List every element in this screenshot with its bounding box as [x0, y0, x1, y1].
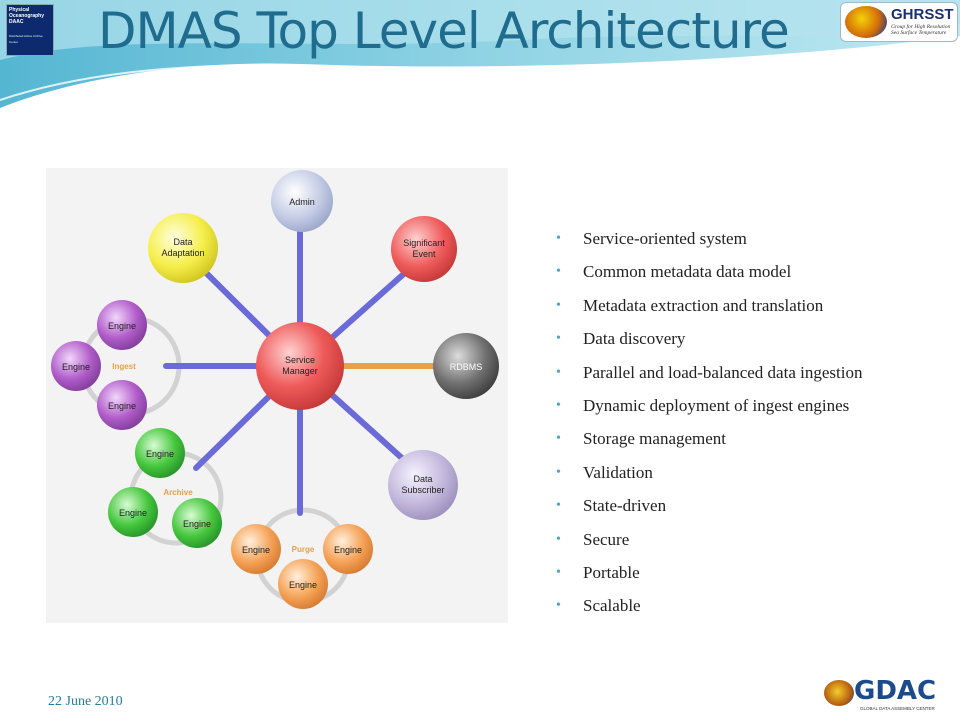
- slide-title: DMAS Top Level Architecture: [98, 2, 790, 60]
- gdac-logo-subtitle: GLOBAL DATA ASSEMBLY CENTER: [860, 706, 935, 711]
- slide-date: 22 June 2010: [48, 694, 123, 709]
- node-data-subscriber: Data Subscriber: [388, 450, 458, 520]
- node-admin-label: Admin: [289, 197, 315, 207]
- purge-engine-label: Engine: [242, 545, 270, 555]
- bullet-text: Common metadata data model: [583, 262, 792, 282]
- node-significant-event-label-line2: Event: [412, 249, 436, 259]
- bullet-text: Service-oriented system: [583, 229, 747, 248]
- node-data-subscriber-label-line2: Subscriber: [401, 485, 444, 495]
- bullet-text: Portable: [583, 562, 640, 582]
- archive-group-label: Archive: [163, 488, 193, 497]
- bullet-dot-icon: •: [556, 464, 561, 480]
- ingest-engine-label: Engine: [108, 321, 136, 331]
- node-service-manager-label-line1: Service: [285, 355, 315, 365]
- bullet-item: • Service-oriented system: [556, 226, 956, 252]
- node-service-manager: Service Manager: [256, 322, 344, 410]
- bullet-item: • Portable: [556, 560, 956, 586]
- bullet-item: • Parallel and load-balanced data ingesti…: [556, 360, 956, 386]
- globe-icon: [824, 680, 854, 706]
- node-service-manager-label-line2: Manager: [282, 366, 318, 376]
- bullet-dot-icon: •: [556, 331, 561, 347]
- node-data-adaptation-label-line2: Adaptation: [161, 248, 204, 258]
- ingest-group-label: Ingest: [112, 362, 136, 371]
- node-data-adaptation-label-line1: Data: [173, 237, 192, 247]
- ghrsst-logo-subtitle: Group for High Resolution Sea Surface Te…: [891, 24, 951, 36]
- globe-icon: [845, 6, 887, 38]
- bullet-text: State-driven: [583, 496, 667, 516]
- ghrsst-logo-name: GHRSST: [891, 6, 954, 23]
- purge-group-label: Purge: [292, 545, 315, 554]
- podaac-logo-line: Distributed Active Archive Center: [9, 34, 43, 44]
- feature-bullet-list: • Service-oriented system • Common metadat…: [556, 226, 956, 627]
- podaac-logo: Physical Oceanography DAAC Distributed A…: [6, 4, 54, 56]
- node-rdbms: RDBMS: [433, 333, 499, 399]
- bullet-text: Metadata extraction and translation: [583, 295, 824, 315]
- ingest-engine-label: Engine: [108, 401, 136, 411]
- purge-engine-label: Engine: [289, 580, 317, 590]
- podaac-logo-line: Physical: [9, 7, 30, 13]
- bullet-item: • Common metadata data model: [556, 259, 956, 285]
- purge-group: Engine Engine Engine Purge: [231, 524, 373, 609]
- ingest-group: Engine Engine Engine Ingest: [51, 300, 147, 430]
- archive-engine-label: Engine: [119, 508, 147, 518]
- bullet-item: • Dynamic deployment of ingest engines: [556, 393, 956, 419]
- bullet-dot-icon: •: [556, 231, 561, 246]
- gdac-logo-name: GDAC: [854, 676, 937, 706]
- archive-engine-label: Engine: [146, 449, 174, 459]
- podaac-logo-line: DAAC: [9, 19, 24, 25]
- bullet-text: Secure: [583, 529, 630, 549]
- bullet-text: Storage management: [583, 429, 727, 449]
- ingest-engine-label: Engine: [62, 362, 90, 372]
- bullet-dot-icon: •: [556, 297, 561, 313]
- bullet-dot-icon: •: [556, 531, 561, 547]
- bullet-dot-icon: •: [556, 498, 561, 514]
- node-data-adaptation: Data Adaptation: [148, 213, 218, 283]
- bullet-item: • Metadata extraction and translation: [556, 293, 956, 319]
- node-rdbms-label: RDBMS: [450, 362, 483, 372]
- bullet-text: Data discovery: [583, 329, 686, 349]
- bullet-dot-icon: •: [556, 397, 561, 413]
- archive-engine-label: Engine: [183, 519, 211, 529]
- bullet-dot-icon: •: [556, 431, 561, 447]
- bullet-item: • Scalable: [556, 593, 956, 619]
- bullet-dot-icon: •: [556, 264, 561, 280]
- gdac-logo: GDAC GLOBAL DATA ASSEMBLY CENTER: [820, 674, 940, 716]
- bullet-item: • State-driven: [556, 493, 956, 519]
- bullet-dot-icon: •: [556, 598, 561, 614]
- bullet-item: • Storage management: [556, 426, 956, 452]
- architecture-diagram-canvas: Admin Significant Event RDBMS Data Subsc…: [51, 170, 499, 609]
- bullet-item: • Secure: [556, 527, 956, 553]
- node-admin: Admin: [271, 170, 333, 232]
- node-significant-event: Significant Event: [391, 216, 457, 282]
- podaac-logo-line: Oceanography: [9, 13, 45, 19]
- bullet-dot-icon: •: [556, 364, 561, 380]
- bullet-text: Validation: [583, 462, 653, 482]
- bullet-text: Scalable: [583, 596, 641, 616]
- node-significant-event-label-line1: Significant: [403, 238, 445, 248]
- bullet-dot-icon: •: [556, 564, 561, 580]
- purge-engine-label: Engine: [334, 545, 362, 555]
- bullet-item: • Data discovery: [556, 326, 956, 352]
- node-data-subscriber-label-line1: Data: [413, 474, 432, 484]
- architecture-diagram: Admin Significant Event RDBMS Data Subsc…: [46, 168, 508, 623]
- ghrsst-logo: GHRSST Group for High Resolution Sea Sur…: [840, 2, 958, 42]
- bullet-item: • Validation: [556, 460, 956, 486]
- archive-group: Engine Engine Engine Archive: [108, 428, 222, 548]
- bullet-text: Parallel and load-balanced data ingestio…: [583, 362, 863, 382]
- bullet-text: Dynamic deployment of ingest engines: [583, 395, 850, 415]
